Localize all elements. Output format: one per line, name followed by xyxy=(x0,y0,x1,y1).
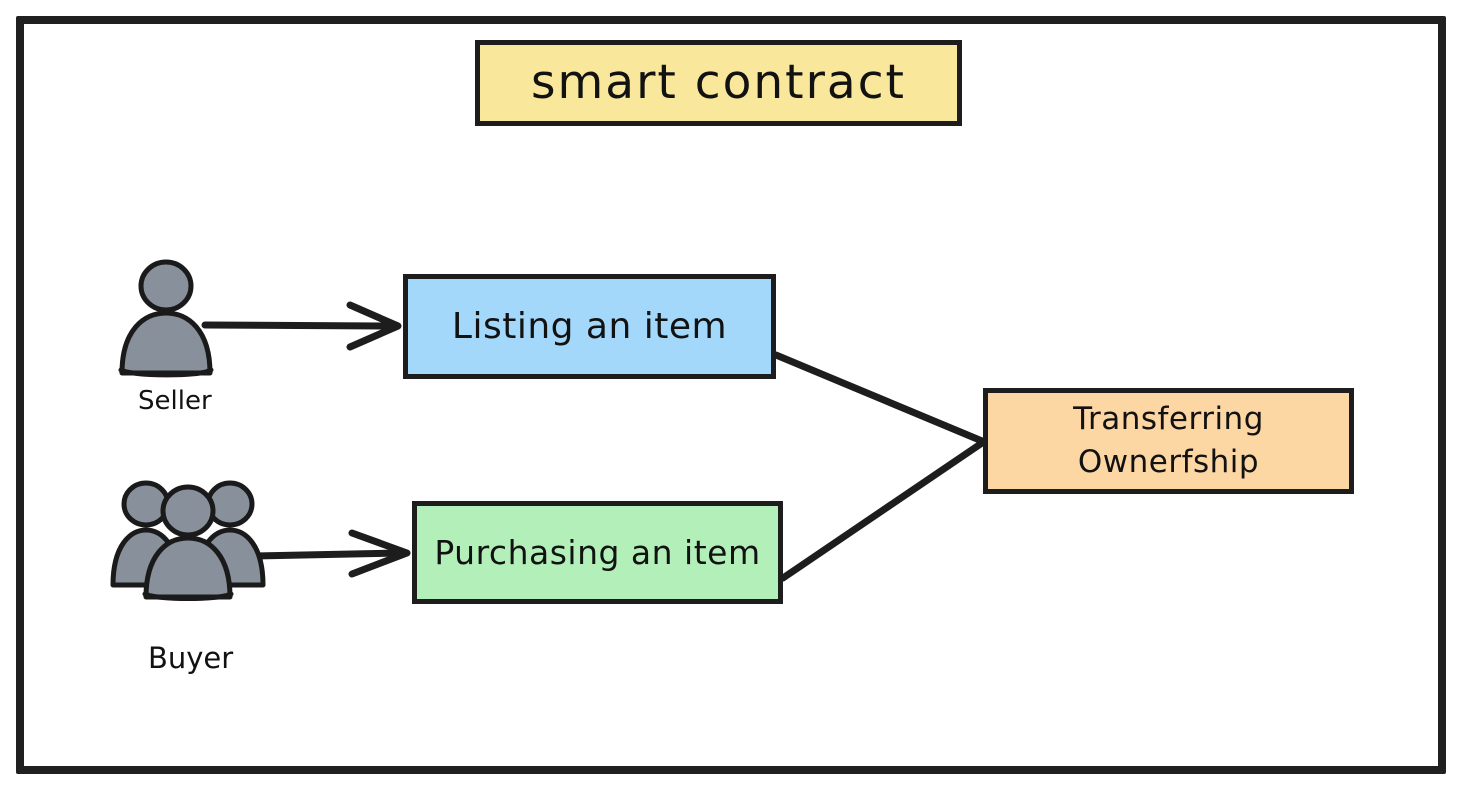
node-listing-an-item-label: Listing an item xyxy=(451,305,728,347)
actor-label-buyer: Buyer xyxy=(148,641,234,675)
diagram-outer-frame xyxy=(16,16,1446,774)
node-smart-contract[interactable]: smart contract xyxy=(475,40,962,126)
group-of-people-icon xyxy=(110,480,266,601)
node-smart-contract-label: smart contract xyxy=(531,54,906,110)
node-purchasing-an-item-label: Purchasing an item xyxy=(434,532,761,572)
node-transferring-ownership-label-line1: Transferring xyxy=(1073,401,1264,438)
single-person-icon xyxy=(118,259,214,378)
node-listing-an-item[interactable]: Listing an item xyxy=(403,274,776,379)
node-purchasing-an-item[interactable]: Purchasing an item xyxy=(412,501,783,604)
actor-label-seller: Seller xyxy=(138,386,212,416)
node-transferring-ownership[interactable]: Transferring Ownerfship xyxy=(983,388,1354,494)
node-transferring-ownership-label-line2: Ownerfship xyxy=(1077,444,1260,480)
